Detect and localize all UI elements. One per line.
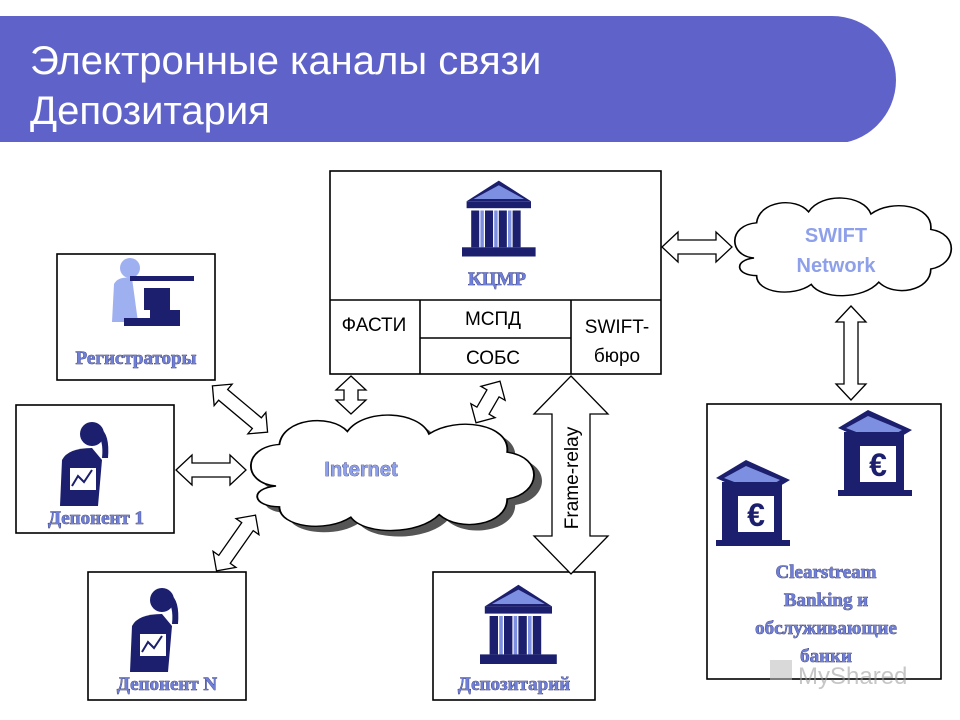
kcmr-block: КЦМР ФАСТИ МСПД СОБС SWIFT- бюро xyxy=(329,170,662,375)
arrow-depositorN-internet xyxy=(212,514,260,572)
depositorN-label: Депонент N xyxy=(117,674,218,695)
clearstream-label-1: Clearstream xyxy=(776,562,877,583)
arrow-registrars-internet xyxy=(211,383,269,435)
registrars-label: Регистраторы xyxy=(76,348,197,369)
watermark: MyShared xyxy=(770,660,907,690)
registrars-node: Регистраторы xyxy=(56,253,216,381)
slide-title-line2: Депозитария xyxy=(30,89,270,133)
swift-label-2: Network xyxy=(797,255,877,277)
cell-sobs: СОБС xyxy=(466,348,520,369)
arrow-kcmr-internet xyxy=(334,375,368,415)
kcmr-box xyxy=(329,170,662,375)
arrow-mspd-internet xyxy=(469,380,507,424)
title-underline xyxy=(0,142,848,145)
depository-label: Депозитарий xyxy=(458,674,570,695)
watermark-text: MyShared xyxy=(798,663,907,690)
cell-mspd: МСПД xyxy=(465,309,521,330)
arrow-swift-clearstream xyxy=(834,305,868,401)
swift-label-1: SWIFT xyxy=(805,225,867,247)
clearstream-label-3: обслуживающие xyxy=(755,618,897,639)
clearstream-node: Clearstream Banking и обслуживающие банк… xyxy=(706,403,942,680)
internet-label: Internet xyxy=(324,459,398,481)
connectors xyxy=(175,230,868,575)
cell-swift-bureau-1: SWIFT- xyxy=(585,317,649,338)
slide-title-line1: Электронные каналы связи xyxy=(30,39,542,83)
frame-relay-label: Frame-relay xyxy=(562,426,583,529)
clearstream-label-2: Banking и xyxy=(784,590,868,611)
clearstream-label-4: банки xyxy=(800,646,852,667)
watermark-logo-icon xyxy=(770,660,792,680)
cell-fasti: ФАСТИ xyxy=(342,315,407,336)
depositor1-label: Депонент 1 xyxy=(48,508,144,529)
arrow-depositor1-internet xyxy=(175,453,247,487)
depositor1-node: Депонент 1 xyxy=(15,404,175,534)
depository-node: Депозитарий xyxy=(432,571,596,701)
slide-title: Электронные каналы связи Депозитария xyxy=(30,36,541,136)
internet-cloud: Internet xyxy=(249,414,542,537)
cell-swift-bureau-2: бюро xyxy=(594,346,640,367)
arrow-kcmr-swift xyxy=(661,230,733,264)
swift-network-cloud: SWIFT Network xyxy=(733,197,953,297)
title-banner: Электронные каналы связи Депозитария xyxy=(0,16,896,145)
arrow-frame-relay xyxy=(532,375,610,575)
kcmr-label: КЦМР xyxy=(468,269,526,290)
depositorN-node: Депонент N xyxy=(87,571,247,701)
